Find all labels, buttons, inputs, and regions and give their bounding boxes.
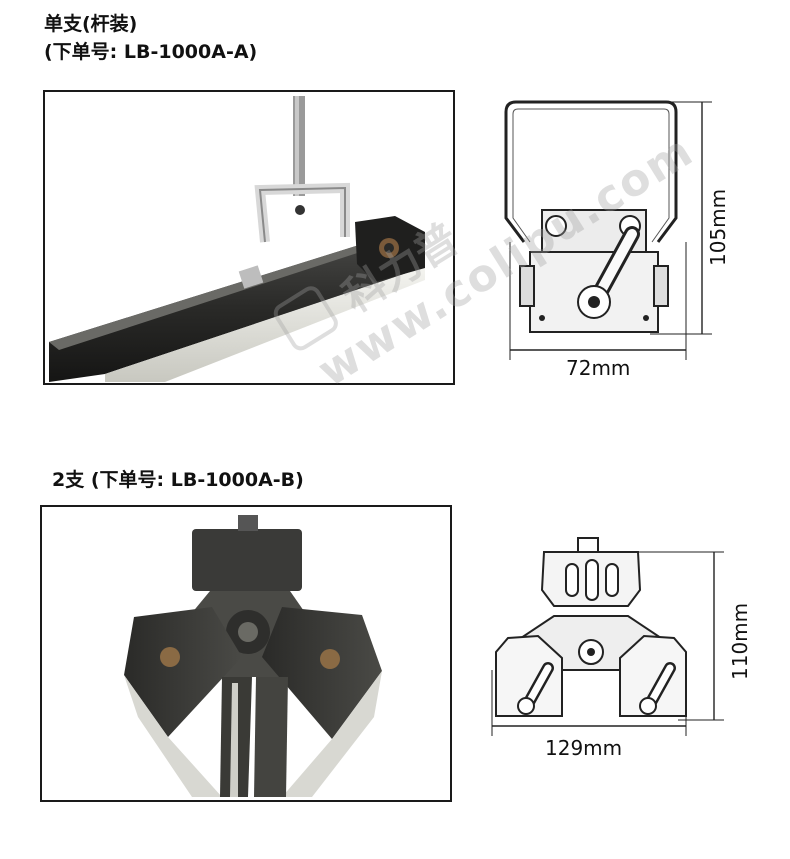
double-lamp-illustration [124,515,382,797]
section1-title: 单支(杆装) [44,13,138,35]
double-lamp-dimension-drawing [491,537,724,736]
single-lamp-dimension-drawing [504,100,712,360]
single-lamp-illustration [49,96,425,382]
double-lamp-height-label: 110mm [728,602,752,680]
section2-title: 2支 (下单号: LB-1000A-B) [52,469,304,491]
double-lamp-photo [40,505,452,802]
single-lamp-width-label: 72mm [566,356,631,380]
section1-order-number: (下单号: LB-1000A-A) [44,41,258,63]
double-lamp-width-label: 129mm [545,736,623,760]
single-lamp-photo [43,90,455,385]
single-lamp-height-label: 105mm [706,188,730,266]
